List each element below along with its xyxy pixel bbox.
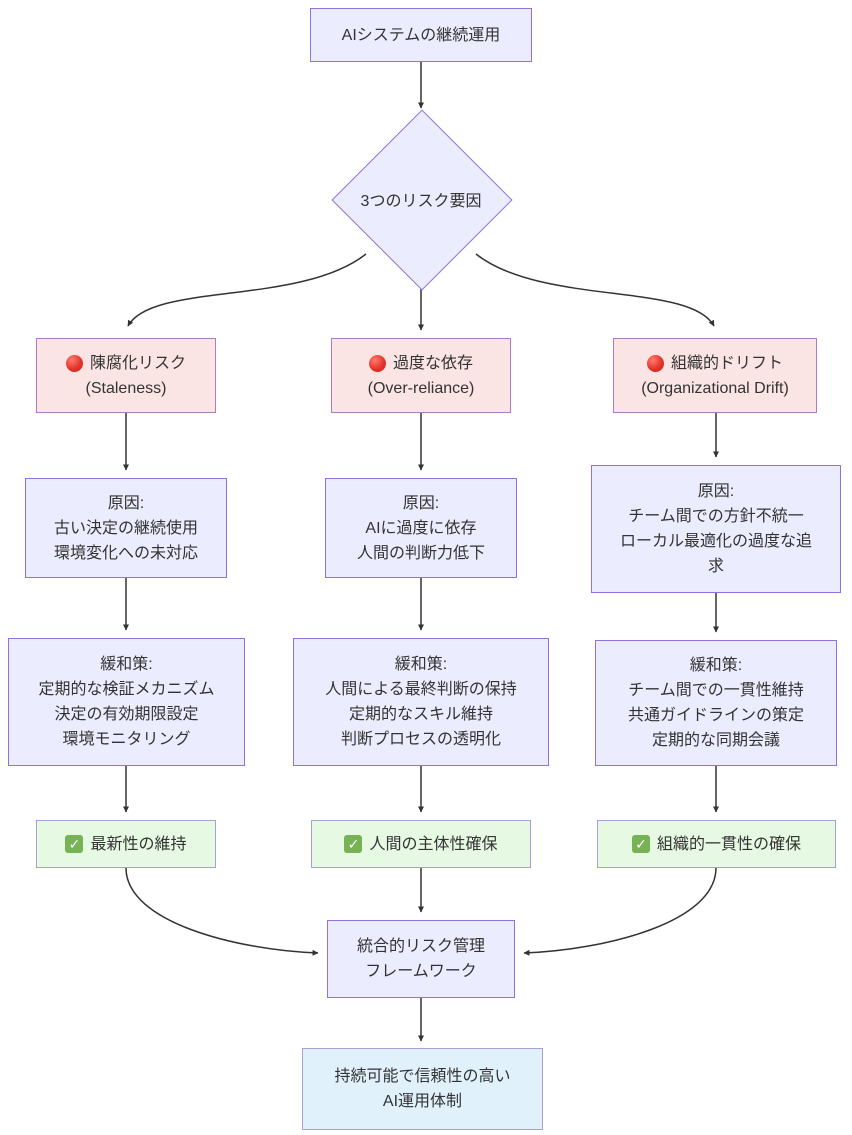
node-outcome-org-consistency: ✓ 組織的一貫性の確保: [597, 820, 836, 868]
red-circle-icon: [65, 354, 83, 372]
edge-decision-risk3: [475, 253, 715, 327]
outcome-label: 組織的一貫性の確保: [656, 835, 801, 853]
node-outcome-human-agency: ✓ 人間の主体性確保: [311, 820, 531, 868]
node-cause-staleness: 原因: 古い決定の継続使用 環境変化への未対応: [25, 478, 227, 578]
risk-title: 過度な依存: [392, 354, 473, 372]
check-mark-icon: ✓: [344, 835, 363, 853]
node-integrated-framework: 統合的リスク管理 フレームワーク: [327, 920, 515, 998]
node-risk-overreliance: 過度な依存 (Over-reliance): [331, 338, 511, 413]
outcome-label: 最新性の維持: [90, 835, 187, 853]
node-root: AIシステムの継続運用: [310, 8, 532, 62]
edge-out3-integrated: [523, 867, 717, 956]
node-outcome-freshness: ✓ 最新性の維持: [36, 820, 216, 868]
node-mitigation-overreliance: 緩和策: 人間による最終判断の保持 定期的なスキル維持 判断プロセスの透明化: [293, 638, 549, 766]
edge-decision-risk1: [127, 253, 367, 327]
risk-title: 陳腐化リスク: [89, 354, 186, 372]
edge-out1-integrated: [125, 867, 319, 956]
node-final-operation: 持続可能で信頼性の高い AI運用体制: [302, 1048, 543, 1130]
outcome-label: 人間の主体性確保: [369, 835, 498, 853]
node-mitigation-staleness: 緩和策: 定期的な検証メカニズム 決定の有効期限設定 環境モニタリング: [8, 638, 245, 766]
node-risk-organizational-drift: 組織的ドリフト (Organizational Drift): [613, 338, 817, 413]
check-mark-icon: ✓: [631, 835, 650, 853]
node-risk-staleness: 陳腐化リスク (Staleness): [36, 338, 216, 413]
red-circle-icon: [368, 354, 386, 372]
risk-subtitle: (Over-reliance): [367, 379, 475, 397]
node-mitigation-organizational-drift: 緩和策: チーム間での一貫性維持 共通ガイドラインの策定 定期的な同期会議: [595, 640, 837, 766]
red-circle-icon: [646, 354, 664, 372]
risk-title: 組織的ドリフト: [670, 354, 783, 372]
node-cause-overreliance: 原因: AIに過度に依存 人間の判断力低下: [325, 478, 517, 578]
node-cause-organizational-drift: 原因: チーム間での方針不統一 ローカル最適化の過度な追求: [591, 465, 841, 593]
node-decision-label: 3つのリスク要因: [360, 193, 482, 210]
risk-subtitle: (Staleness): [85, 379, 167, 397]
risk-subtitle: (Organizational Drift): [641, 379, 789, 397]
check-mark-icon: ✓: [65, 835, 84, 853]
